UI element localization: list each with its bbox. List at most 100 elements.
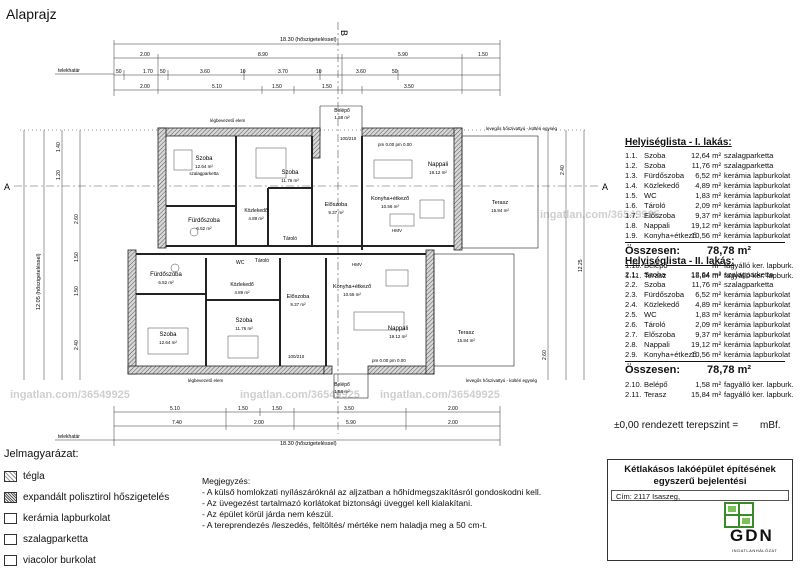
section-mark-a-right: A — [602, 182, 608, 192]
room-area: 15.84 m² — [457, 338, 475, 343]
ground-level: ±0,00 rendezett terepszint = mBf. — [614, 420, 781, 431]
room-labels: Szoba 12.64 m² szalagparketta Szoba 11.7… — [150, 108, 509, 394]
dim: 1.50 — [272, 406, 282, 412]
page-title: Alaprajz — [6, 6, 57, 22]
room-area: 6.52 m² — [158, 280, 174, 285]
level-mark: pm 0.00 pm 0.00 — [378, 142, 412, 147]
terraces — [319, 105, 539, 399]
dim: 2.60 — [542, 350, 548, 360]
room-floor: szalagparketta — [189, 171, 219, 176]
dim: 1.50 — [322, 84, 332, 90]
dim: 1.50 — [272, 84, 282, 90]
room-label: Szoba — [281, 170, 299, 176]
dimension-lines-top — [113, 40, 501, 96]
plan-annotations: légbevezető elem légbevezető elem WC HMV… — [188, 118, 558, 383]
dim: 2.40 — [560, 165, 566, 175]
section-mark-a-left: A — [4, 182, 10, 192]
room-label: Belépő — [334, 108, 350, 114]
dim: 50 — [160, 69, 166, 75]
room-label: Szoba — [159, 332, 177, 338]
dim: 1.70 — [143, 69, 153, 75]
heat-pump-label: levegős hőszivattyú - kültéri egység — [466, 378, 538, 383]
dims-top-row3: 2.00 5.10 1.50 1.50 3.50 — [140, 84, 414, 90]
room-area: 12.64 m² — [195, 164, 213, 169]
legend-item: tégla — [4, 466, 169, 487]
dim: 1.40 — [56, 142, 62, 152]
dim: 3.60 — [356, 69, 366, 75]
dim: 3.50 — [344, 406, 354, 412]
legend-item: kerámia lapburkolat — [4, 508, 169, 529]
room-label: Szoba — [195, 156, 213, 162]
room-area: 10.56 m² — [381, 204, 399, 209]
dim: 1.50 — [74, 252, 80, 262]
dim: 2.00 — [140, 84, 150, 90]
insulation-swatch — [4, 492, 17, 503]
interior-walls — [136, 136, 454, 366]
room-area: 10.56 m² — [343, 292, 361, 297]
dim: 5.10 — [170, 406, 180, 412]
room-area: 1.58 m² — [334, 115, 350, 120]
project-title: Kétlakásos lakóépület építésének egyszer… — [624, 464, 776, 487]
project-address: Cím: 2117 Isaszeg, — [611, 490, 789, 501]
dimension-lines-bottom — [113, 406, 501, 446]
watermark: ingatlan.com/36549925 — [540, 209, 660, 221]
room-area: 15.84 m² — [491, 208, 509, 213]
dims-bottom-row1: 5.10 1.50 1.50 3.50 2.00 — [170, 406, 458, 412]
room-label: Előszoba — [325, 202, 349, 208]
dims-left: 1.40 1.20 2.60 1.50 1.50 2.40 — [56, 142, 80, 350]
dim: 2.00 — [448, 420, 458, 426]
dim: 10 — [240, 69, 246, 75]
room-area: 12.64 m² — [159, 340, 177, 345]
notes-title: Megjegyzés: — [202, 476, 251, 486]
dim: 12.25 — [578, 259, 584, 272]
dims-right: 2.40 12.25 2.60 — [542, 165, 584, 360]
level-mark: pm 0.00 pm 0.00 — [372, 358, 406, 363]
room-total: Összesen:78,78 m² — [625, 245, 752, 257]
room-area: 4.89 m² — [234, 290, 250, 295]
room-label: Konyha+étkező — [333, 284, 371, 290]
notes: Megjegyzés: - A külső homlokzati nyílász… — [202, 476, 541, 531]
dim: 5.90 — [398, 52, 408, 58]
company-logo: GDN INGATLANHÁLÓZAT — [730, 526, 778, 553]
ground-level-unit: mBf. — [760, 420, 781, 431]
room-area: 6.52 m² — [196, 226, 212, 231]
note-line: - A tereprendezés /leszedés, feltöltés/ … — [202, 520, 488, 530]
legend-title: Jelmagyarázat: — [4, 448, 79, 460]
room-area: 19.12 m² — [389, 334, 407, 339]
dim: 3.50 — [404, 84, 414, 90]
watermark: ingatlan.com/36549925 — [10, 389, 130, 401]
room-label: Fürdőszoba — [150, 272, 182, 278]
room-label: Közlekedő — [244, 208, 268, 214]
dims-top-row1: 2.00 8.90 5.90 1.50 — [140, 52, 488, 58]
title-block: Kétlakásos lakóépület építésének egyszer… — [607, 459, 793, 561]
furniture — [147, 147, 445, 359]
terrain-label-top: telekhatár — [58, 68, 80, 74]
room-list-header: Helyiséglista - I. lakás: — [625, 137, 732, 148]
dim: 2.00 — [448, 406, 458, 412]
room-label: Nappali — [388, 326, 408, 332]
dim: 1.50 — [74, 286, 80, 296]
heat-pump-label: levegős hőszivattyú - kültéri egység — [486, 126, 558, 131]
room-label: Előszoba — [287, 294, 311, 300]
dim: 1.50 — [478, 52, 488, 58]
dim: 50 — [116, 69, 122, 75]
note-line: - A külső homlokzati nyílászáróknál az a… — [202, 487, 542, 497]
divider — [625, 242, 785, 243]
hmv-label: HMV — [392, 228, 402, 233]
